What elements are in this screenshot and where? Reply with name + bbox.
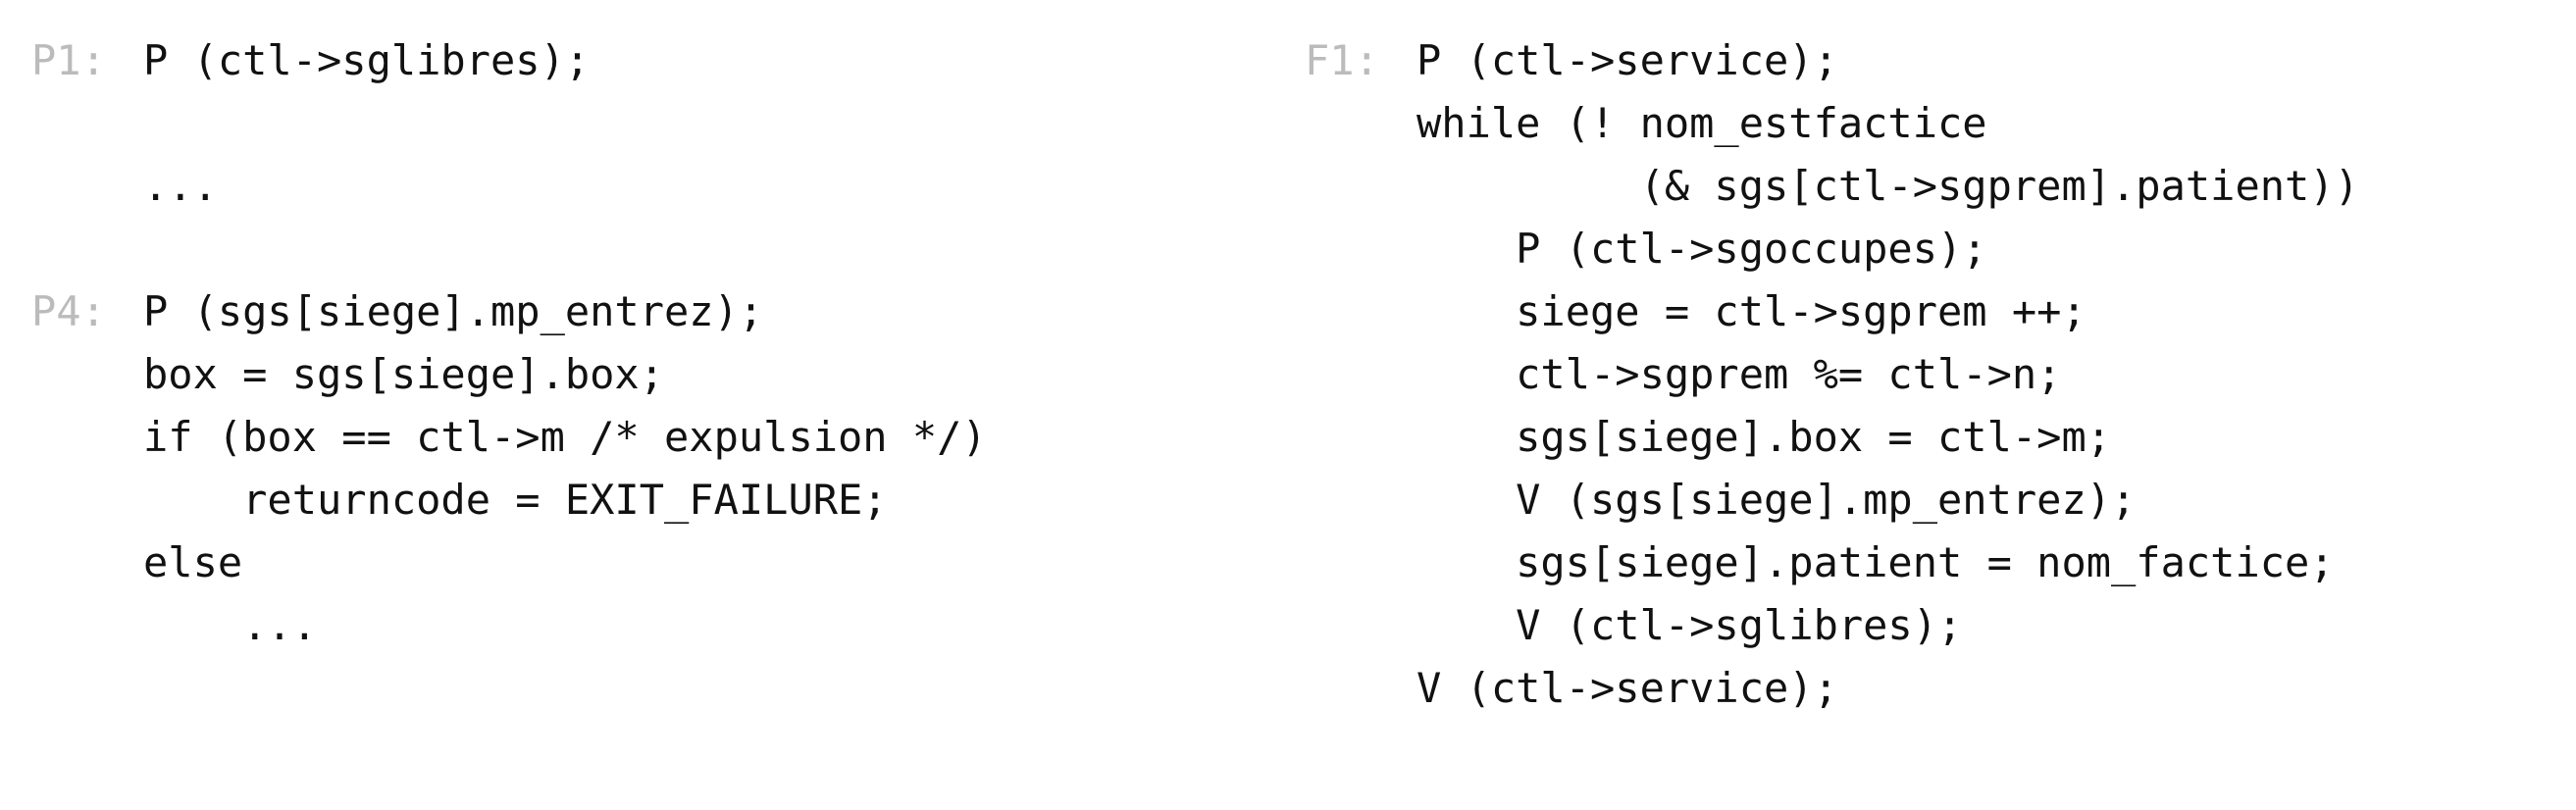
code-text: ctl->sgprem %= ctl->n; <box>1417 350 2062 398</box>
line-label <box>31 343 143 406</box>
code-line: sgs[siege].box = ctl->m; <box>1305 406 2359 469</box>
line-label <box>31 469 143 532</box>
code-text: returncode = EXIT_FAILURE; <box>143 476 888 524</box>
line-label <box>31 92 143 155</box>
code-text: V (sgs[siege].mp_entrez); <box>1417 476 2137 524</box>
line-label <box>1305 594 1417 657</box>
code-line: ... <box>31 594 987 657</box>
line-label <box>31 406 143 469</box>
line-label <box>1305 532 1417 594</box>
line-label <box>31 594 143 657</box>
line-label <box>31 532 143 594</box>
code-text: V (ctl->service); <box>1417 664 1838 712</box>
code-line <box>31 92 987 155</box>
line-label: P4: <box>31 287 106 335</box>
line-label: P1: <box>31 36 106 84</box>
code-text: if (box == ctl->m /* expulsion */) <box>143 413 987 461</box>
code-line: F1: P (ctl->service); <box>1305 29 2359 92</box>
code-line: ctl->sgprem %= ctl->n; <box>1305 343 2359 406</box>
line-label <box>1305 218 1417 280</box>
line-label <box>31 218 143 280</box>
line-label <box>1305 343 1417 406</box>
code-text: siege = ctl->sgprem ++; <box>1417 287 2087 335</box>
code-text: sgs[siege].patient = nom_factice; <box>1417 538 2335 586</box>
code-text: P (sgs[siege].mp_entrez); <box>143 287 764 335</box>
code-text: box = sgs[siege].box; <box>143 350 665 398</box>
code-line: sgs[siege].patient = nom_factice; <box>1305 532 2359 594</box>
line-label <box>1305 657 1417 720</box>
code-text: P (ctl->sglibres); <box>143 36 591 84</box>
code-line: siege = ctl->sgprem ++; <box>1305 280 2359 343</box>
code-text: P (ctl->service); <box>1417 36 1838 84</box>
line-label <box>1305 406 1417 469</box>
code-line: V (ctl->sglibres); <box>1305 594 2359 657</box>
code-line: else <box>31 532 987 594</box>
line-label: F1: <box>1305 36 1379 84</box>
code-text: ... <box>143 162 218 210</box>
line-label <box>1305 155 1417 218</box>
line-label <box>1305 92 1417 155</box>
code-text: P (ctl->sgoccupes); <box>1417 225 1987 273</box>
code-line: V (sgs[siege].mp_entrez); <box>1305 469 2359 532</box>
code-text: ... <box>143 601 318 649</box>
code-text: while (! nom_estfactice <box>1417 99 1987 147</box>
right-code-block: F1: P (ctl->service); while (! nom_estfac… <box>1305 29 2359 720</box>
left-code-block: P1: P (ctl->sglibres); ... P4: P (sgs[sieg… <box>31 29 987 657</box>
code-line: box = sgs[siege].box; <box>31 343 987 406</box>
code-line: V (ctl->service); <box>1305 657 2359 720</box>
code-text: else <box>143 538 243 586</box>
line-label <box>31 155 143 218</box>
code-text: (& sgs[ctl->sgprem].patient)) <box>1417 162 2359 210</box>
code-text: V (ctl->sglibres); <box>1417 601 1963 649</box>
code-line: while (! nom_estfactice <box>1305 92 2359 155</box>
code-line: P4: P (sgs[siege].mp_entrez); <box>31 280 987 343</box>
code-line: ... <box>31 155 987 218</box>
line-label <box>1305 469 1417 532</box>
code-line: P1: P (ctl->sglibres); <box>31 29 987 92</box>
code-line: P (ctl->sgoccupes); <box>1305 218 2359 280</box>
code-line: (& sgs[ctl->sgprem].patient)) <box>1305 155 2359 218</box>
line-label <box>1305 280 1417 343</box>
code-line: if (box == ctl->m /* expulsion */) <box>31 406 987 469</box>
code-text: sgs[siege].box = ctl->m; <box>1417 413 2112 461</box>
code-line: returncode = EXIT_FAILURE; <box>31 469 987 532</box>
code-line <box>31 218 987 280</box>
